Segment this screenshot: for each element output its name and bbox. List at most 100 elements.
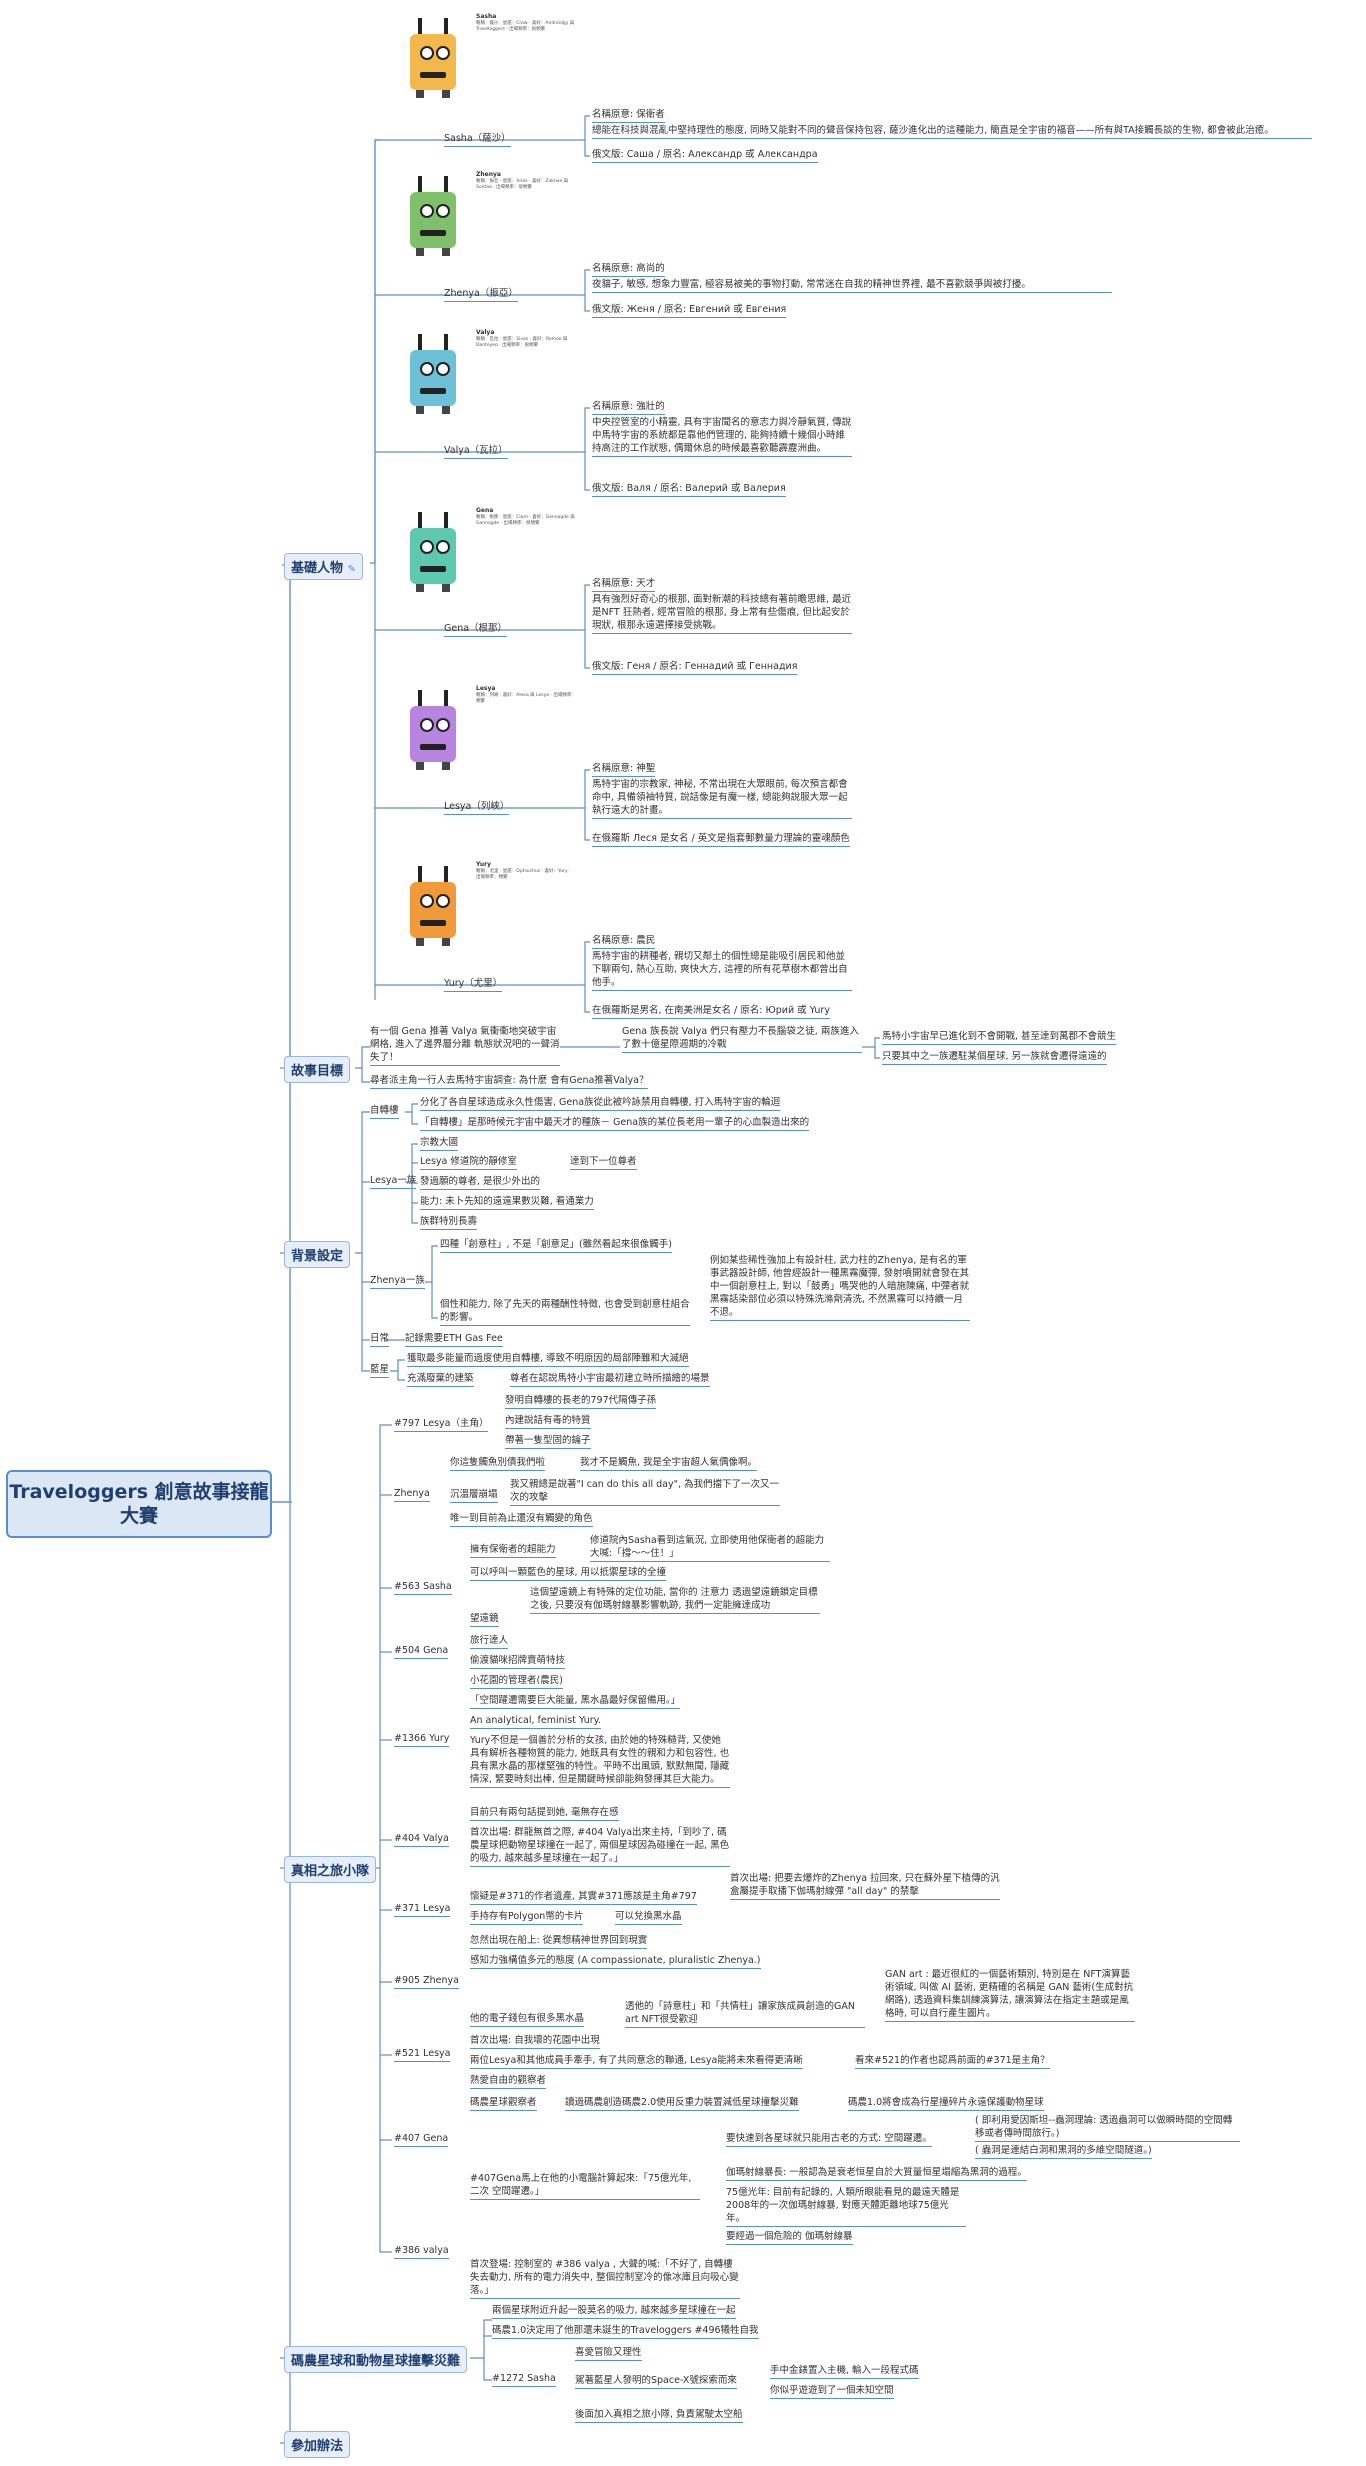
character-note[interactable]: 名稱原意: 農民	[592, 934, 656, 949]
character-note[interactable]: 俄文版: Геня / 原名: Геннадий 或 Геннадия	[592, 660, 798, 675]
calc-item[interactable]: 伽瑪射線暴長: 一般認為是衰老恒星自於大質量恒星塌縮為黑洞的過程。	[726, 2166, 1027, 2181]
disaster-leaf[interactable]: 手中金錶置入主機, 輸入一段程式碼	[770, 2364, 919, 2379]
character-note[interactable]: 俄文版: Женя / 原名: Евгений 或 Евгения	[592, 303, 787, 318]
pencil-icon[interactable]: ✎	[347, 564, 356, 575]
character-note[interactable]: 具有強烈好奇心的根那, 面對新潮的科技總有著前瞻思維, 最近是NFT 狂熱者, …	[592, 593, 852, 634]
squad-member[interactable]: #371 Lesya	[394, 1902, 451, 1917]
bg-topic[interactable]: 日常	[370, 1332, 390, 1347]
squad-subitem[interactable]: 讀過碼農創造碼農2.0使用反重力裝置減低星球撞擊災難	[565, 2096, 799, 2111]
calc-item[interactable]: 要經過一個危險的 伽瑪射線暴	[726, 2230, 853, 2245]
squad-member[interactable]: #797 Lesya（主角）	[394, 1417, 489, 1432]
squad-subitem[interactable]: 首次出場: 把要去爆炸的Zhenya 拉回來, 只在蘇外星下植傳的汎盒屬提手取播…	[730, 1872, 1000, 1900]
disaster-subitem[interactable]: 駕著藍星人發明的Space-X號探索而來	[575, 2374, 737, 2389]
squad-subitem[interactable]: 我又親總是說著"I can do this all day", 為我們擋下了一次…	[510, 1478, 780, 1506]
squad-item[interactable]: 你這隻觸魚別債我們啦	[450, 1456, 546, 1471]
goal-child[interactable]: Gena 族長說 Valya 們只有壓力不長腦袋之徒, 兩族進入了數十億星際週期…	[622, 1025, 862, 1053]
squad-subitem[interactable]: 看來#521的作者也認爲前面的#371是主角？	[855, 2054, 1050, 2069]
character-note[interactable]: 夜貓子, 敏感, 想象力豐富, 極容易被美的事物打動, 常常迷在自我的精神世界裡…	[592, 278, 1112, 293]
branch-characters[interactable]: 基礎人物 ✎	[284, 553, 363, 580]
character-note[interactable]: 俄文版: Валя / 原名: Валерий 或 Валерия	[592, 482, 786, 497]
squad-subitem[interactable]: GAN art : 最近很紅的一個藝術類別, 特別是在 NFT演算藝術領域, 叫…	[885, 1968, 1135, 2022]
character-note[interactable]: 俄文版: Саша / 原名: Александр 或 Александра	[592, 148, 818, 163]
squad-item[interactable]: An analytical, feminist Yury.	[470, 1714, 601, 1729]
character-note[interactable]: 總能在科技與混亂中堅持理性的態度, 同時又能對不同的聲音保持包容, 薩沙進化出的…	[592, 124, 1312, 139]
character-note[interactable]: 在俄羅斯 Леся 是女名 / 英文是指套郵數量力理論的靈魂顏色	[592, 832, 850, 847]
bg-item[interactable]: 充滿廢棄的建築	[407, 1372, 474, 1387]
squad-member[interactable]: #1366 Yury	[394, 1732, 450, 1747]
bg-item[interactable]: 「自轉樓」是那時候元宇宙中最天才的種族－ Gena族的某位長老用一輩子的心血製造…	[420, 1116, 810, 1131]
calc-item[interactable]: 75億光年: 目前有記錄的, 人類所眼能看見的最遠天體是2008年的一次伽瑪射線…	[726, 2186, 966, 2227]
squad-subitem[interactable]: 碼農1.0將會成為行星撞碎片永遠保護動物星球	[848, 2096, 1044, 2111]
squad-item[interactable]: 感知力強構值多元的態度 (A compassionate, pluralisti…	[470, 1954, 761, 1969]
bg-item[interactable]: 獲取最多能量而過度使用自轉樓, 導致不明原因的局部陣雖和大滅絕	[407, 1352, 689, 1367]
bg-topic[interactable]: 自轉樓	[370, 1104, 399, 1119]
calc-item[interactable]: 要快速到各星球就只能用古老的方式: 空間躍遷。	[726, 2132, 932, 2147]
bg-subitem[interactable]: 例如某些稀性強加上有設計柱, 武力柱的Zhenya, 是有名的軍事武器設計師, …	[710, 1254, 970, 1321]
bg-item[interactable]: 發過願的尊者, 是很少外出的	[420, 1175, 541, 1190]
character-note[interactable]: 中央控管室的小精靈, 具有宇宙聞名的意志力與冷靜氣質, 傳說中馬特宇宙的系統都是…	[592, 416, 852, 457]
bg-item[interactable]: 能力: 未卜先知的遠遠果數災難, 看通業力	[420, 1195, 594, 1210]
disaster-item[interactable]: 碼農1.0決定用了他那還未誕生的Traveloggers #496犧牲自我	[492, 2324, 759, 2339]
character-note[interactable]: 名稱原意: 保衛者	[592, 108, 665, 123]
branch-rules[interactable]: 參加辦法	[284, 2431, 351, 2458]
bg-item[interactable]: 四種「創意柱」, 不是「創意足」(雖然看起來很像觸手)	[440, 1238, 672, 1253]
squad-item[interactable]: #407Gena馬上在他的小電腦計算起來:「75億光年, 二次 空間躍遷。」	[470, 2172, 700, 2200]
squad-item[interactable]: 碼農星球觀察者	[470, 2096, 537, 2111]
branch-background[interactable]: 背景設定	[284, 1241, 351, 1268]
bg-topic[interactable]: Zhenya一族	[370, 1274, 425, 1289]
bg-item[interactable]: Lesya 修道院的靜修室	[420, 1155, 517, 1170]
squad-member[interactable]: Zhenya	[394, 1487, 430, 1502]
disaster-subitem[interactable]: 喜愛冒險又理性	[575, 2346, 642, 2361]
squad-item[interactable]: 小花園的管理者(農民)	[470, 1674, 563, 1689]
squad-item[interactable]: 望遠鏡	[470, 1612, 499, 1627]
goal-item[interactable]: 尋者派主角一行人去馬特宇宙調查: 為什麼 會有Gena推著Valya？	[370, 1074, 649, 1089]
squad-subitem[interactable]: 可以兌換黑水晶	[615, 1910, 682, 1925]
character-note[interactable]: 名稱原意: 高尚的	[592, 262, 665, 277]
character-note[interactable]: 名稱原意: 神聖	[592, 762, 656, 777]
squad-item[interactable]: 唯一到目前為止還沒有觸變的角色	[450, 1512, 593, 1527]
bg-item[interactable]: 宗教大國	[420, 1136, 459, 1151]
bg-topic[interactable]: Lesya一族	[370, 1174, 417, 1189]
squad-member[interactable]: #905 Zhenya	[394, 1974, 459, 1989]
disaster-subitem[interactable]: 後面加入真相之旅小隊, 負責駕駛太空船	[575, 2408, 743, 2423]
squad-item[interactable]: 首次出場: 群龍無首之際, #404 Valya出來主持,「到吵了, 碼農星球把…	[470, 1826, 730, 1867]
squad-member[interactable]: #386 valya	[394, 2244, 449, 2259]
squad-subitem[interactable]: 修道院內Sasha看到這氣況, 立即使用他保衛者的超能力大喊:「撐～～住！」	[590, 1534, 830, 1562]
squad-item[interactable]: 他的電子錢包有很多黑水晶	[470, 2012, 585, 2027]
squad-member[interactable]: #504 Gena	[394, 1644, 449, 1659]
squad-member[interactable]: #563 Sasha	[394, 1580, 452, 1595]
disaster-item[interactable]: 兩個星球附近升起一股莫名的吸力, 越來越多星球撞在一起	[492, 2304, 736, 2319]
squad-item[interactable]: 「空間躍遷需要巨大能量, 黑水晶最好保留備用。」	[470, 1694, 681, 1709]
branch-disaster[interactable]: 碼農星球和動物星球撞擊災難	[284, 2346, 468, 2373]
calc-subitem[interactable]: ( 即利用愛因斯坦--蟲洞理論: 透過蟲洞可以做瞬時間的空間轉移或者傳時間旅行。…	[975, 2114, 1240, 2142]
squad-item[interactable]: 熟愛自由的觀察者	[470, 2074, 547, 2089]
squad-item[interactable]: 忽然出現在船上: 從異想精神世界回到現實	[470, 1934, 648, 1949]
bg-item[interactable]: 個性和能力, 除了先天的兩種酬性特徵, 也會受到創意柱組合的影響。	[440, 1298, 690, 1326]
character-label[interactable]: Valya（瓦拉）	[444, 444, 508, 459]
character-note[interactable]: 名稱原意: 強壯的	[592, 400, 665, 415]
branch-goal[interactable]: 故事目標	[284, 1056, 351, 1083]
squad-item[interactable]: 手持存有Polygon幣的卡片	[470, 1910, 584, 1925]
goal-item[interactable]: 有一個 Gena 推著 Valya 氣衝衝地突破宇宙網格, 進入了邊界層分離 軌…	[370, 1025, 560, 1066]
squad-item[interactable]: 目前只有兩句話提到她, 毫無存在感	[470, 1806, 619, 1821]
character-note[interactable]: 馬特宇宙的耕種者, 親切又鄰土的個性總是能吸引居民和他並下聊兩句, 熱心互助, …	[592, 950, 852, 991]
squad-subitem[interactable]: 這個望遠鏡上有特殊的定位功能, 當你的 注意力 透過望遠鏡鎖定目標之後, 只要沒…	[530, 1586, 820, 1614]
bg-topic[interactable]: 藍星	[370, 1363, 390, 1378]
squad-item[interactable]: 可以呼叫一顆藍色的星球, 用以抵禦星球的全撞	[470, 1566, 667, 1581]
bg-subitem[interactable]: 尊者在認說馬特小宇宙最初建立時所描繪的場景	[510, 1372, 710, 1387]
root-node[interactable]: Traveloggers 創意故事接龍大賽	[6, 1470, 272, 1538]
goal-leaf[interactable]: 只要其中之一族遷駐某個星球, 另一族就會遷得遠遠的	[882, 1050, 1107, 1065]
squad-item[interactable]: 首次出場: 自我壞的花園中出現	[470, 2034, 600, 2049]
squad-item[interactable]: 首次登場: 控制室的 #386 valya , 大聲的喊:「不好了, 自轉樓失去…	[470, 2258, 740, 2299]
character-label[interactable]: Gena（根那）	[444, 622, 508, 637]
squad-item[interactable]: 帶著一隻型固的鑰子	[505, 1434, 591, 1449]
squad-item[interactable]: 兩位Lesya和其他成員手牽手, 有了共同意念的聯通, Lesya能將未來看得更…	[470, 2054, 803, 2069]
character-label[interactable]: Sasha（薩沙）	[444, 132, 511, 147]
character-label[interactable]: Zhenya（振亞）	[444, 287, 518, 302]
